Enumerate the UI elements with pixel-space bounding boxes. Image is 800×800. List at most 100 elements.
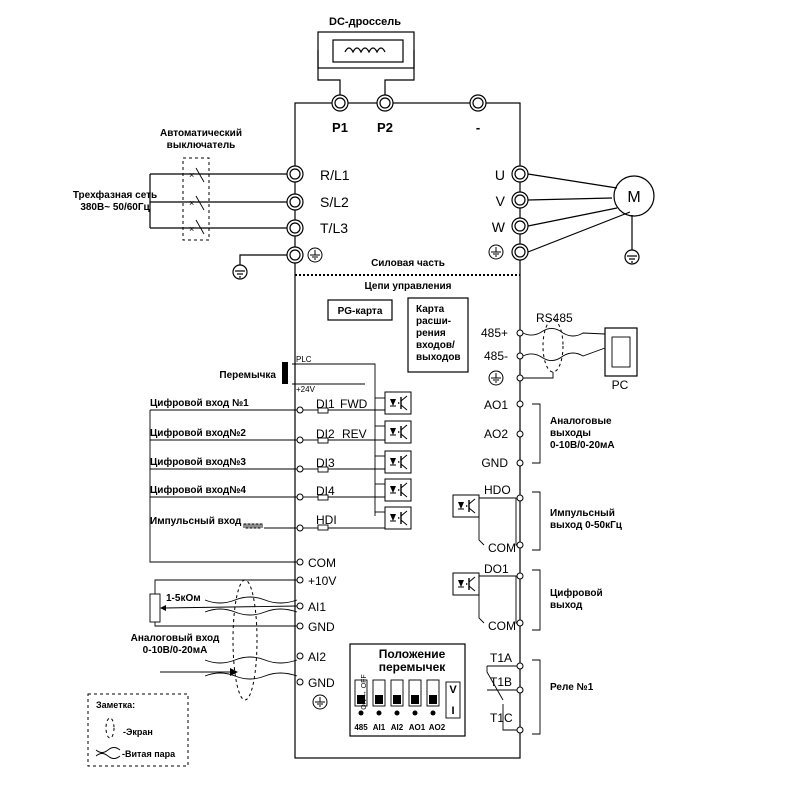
di1-func: FWD [340, 397, 368, 411]
left-terminals [296, 558, 304, 686]
terminal-t1a [516, 662, 524, 670]
note-box [87, 693, 189, 767]
label-tl3: T/L3 [320, 220, 348, 236]
breaker-x2: × [189, 198, 194, 208]
digital-input-1: Цифровой вход №1 DI1 FWD [149, 397, 385, 556]
pot-label: 1-5кОм [166, 593, 201, 604]
breaker-x1: × [189, 170, 194, 180]
terminal-hdo [516, 494, 524, 502]
terminal-p1 [331, 94, 349, 112]
mains-label-1: Трехфазная сеть [73, 189, 157, 201]
jumper-i: I [451, 705, 454, 717]
terminal-ao2 [516, 430, 524, 438]
rs485-cable [522, 319, 606, 379]
terminal-v [511, 191, 529, 209]
pulse-input: Импульсный вход HDI [150, 513, 385, 532]
dc-choke-label: DC-дроссель [329, 16, 401, 28]
hdo-bracket [532, 491, 541, 551]
dc-choke [317, 31, 415, 95]
pulse-input-label: Импульсный вход [150, 516, 242, 527]
io-card-3: рения [416, 328, 446, 339]
pc-icon [604, 327, 638, 377]
label-sl2: S/L2 [320, 194, 349, 210]
terminal-sl2 [286, 193, 304, 211]
jumper-label-ai1: AI1 [373, 723, 386, 732]
ground-icon [624, 249, 640, 265]
rs485-label: RS485 [536, 311, 573, 325]
com-return-wire [149, 556, 297, 563]
label-ao-gnd: GND [481, 456, 508, 470]
terminal-do1 [516, 572, 524, 580]
label-com-left: COM [308, 556, 336, 570]
digital-input-4: Цифровой вход№4 DI4 [150, 484, 385, 501]
di3-terminal: DI3 [316, 456, 335, 470]
terminal-t1c [516, 726, 524, 734]
motor-label: M [627, 189, 640, 206]
potentiometer: 1-5кОм [149, 579, 298, 627]
mains-label-2: 380В~ 50/60Гц [80, 202, 150, 213]
hdo-optocoupler [452, 494, 480, 518]
label-ao1: AO1 [484, 398, 508, 412]
pe-in-wire [239, 254, 287, 265]
hdo-label-2: выход 0-50кГц [550, 520, 623, 531]
do-bracket [532, 569, 541, 631]
label-485p: 485+ [481, 326, 508, 340]
jumper-label: Перемычка [219, 370, 276, 381]
input-optocouplers [375, 391, 412, 530]
jumper-label-ai2: AI2 [391, 723, 404, 732]
terminal-do-com [516, 619, 524, 627]
terminal-tl3 [286, 219, 304, 237]
label-do1: DO1 [484, 562, 509, 576]
ground-icon [232, 264, 248, 280]
terminal-u [511, 165, 529, 183]
label-p1: P1 [332, 120, 348, 135]
jumper-switches [354, 679, 461, 719]
digital-input-3: Цифровой вход№3 DI3 [150, 456, 385, 473]
ao-label-2: выходы [550, 428, 591, 439]
jumper-title-2: перемычек [379, 660, 447, 674]
do1-optocoupler [452, 572, 480, 596]
jumper-v: V [449, 684, 457, 696]
di1-input-label: Цифровой вход №1 [150, 397, 249, 409]
label-minus: - [476, 120, 480, 135]
relay-label: Реле №1 [550, 682, 594, 693]
do-label-2: выход [550, 600, 583, 611]
label-ao2: AO2 [484, 427, 508, 441]
di1-terminal: DI1 [316, 397, 335, 411]
di4-input-label: Цифровой вход№4 [150, 484, 246, 496]
label-485m: 485- [484, 349, 508, 363]
terminal-pe-out [511, 243, 529, 261]
io-card [407, 297, 469, 373]
io-card-5: выходов [416, 352, 461, 363]
di3-input-label: Цифровой вход№3 [150, 456, 246, 468]
io-card-1: Карта [416, 304, 445, 315]
terminal-pe-in [286, 246, 304, 264]
v24-label: +24V [296, 385, 316, 394]
hdo-wire [478, 497, 520, 546]
ground-icon [312, 694, 328, 710]
hdo-com-wire [478, 512, 485, 546]
di2-func: REV [342, 427, 367, 441]
power-section-label: Силовая часть [371, 258, 445, 269]
hdi-terminal: HDI [316, 513, 337, 527]
label-do-com: COM [488, 619, 516, 633]
pg-card [327, 299, 393, 321]
note-screen: -Экран [123, 727, 153, 737]
digital-input-2: Цифровой вход№2 DI2 REV [150, 427, 385, 444]
di4-terminal: DI4 [316, 484, 335, 498]
terminal-ao-gnd [516, 459, 524, 467]
terminal-485m [516, 352, 524, 360]
relay-bracket [532, 659, 541, 735]
ao-bracket [532, 403, 541, 464]
label-v: V [496, 193, 506, 209]
control-section-label: Цепи управления [364, 281, 451, 292]
label-rl1: R/L1 [320, 167, 350, 183]
label-ai2: AI2 [308, 650, 326, 664]
breaker-x3: × [189, 224, 194, 234]
hdo-label-1: Импульсный [550, 508, 615, 519]
mains-lines [149, 173, 287, 229]
label-t1a: T1A [490, 651, 512, 665]
terminal-ao1 [516, 400, 524, 408]
label-ai1: AI1 [308, 600, 326, 614]
